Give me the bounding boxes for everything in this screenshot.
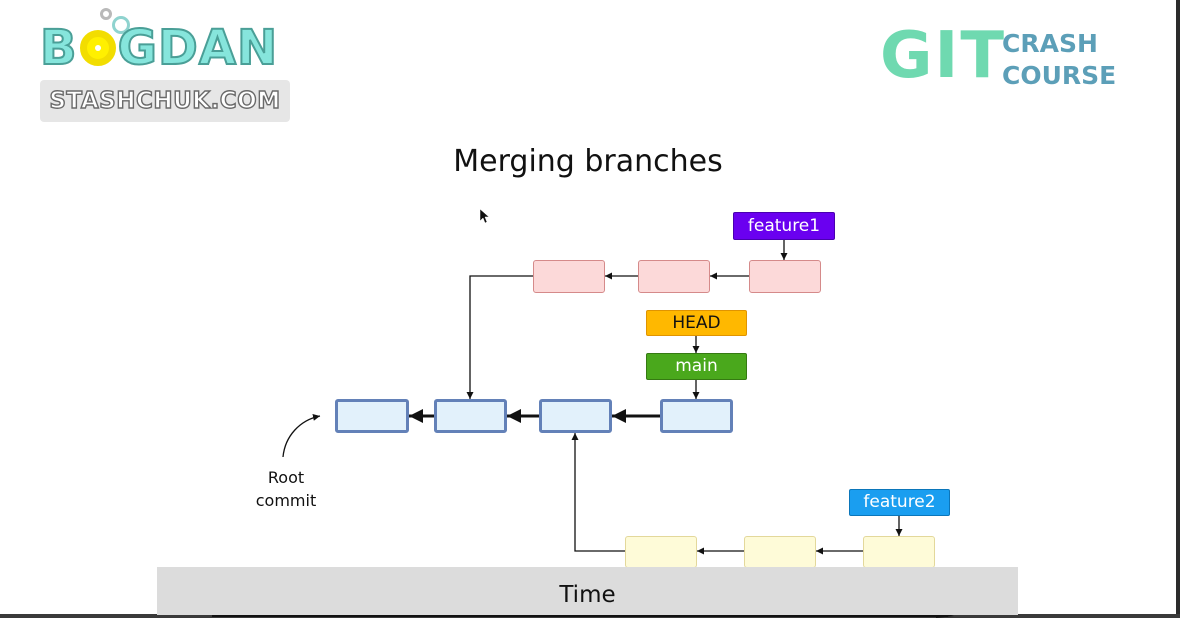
brand-name-start: B bbox=[39, 20, 78, 76]
main-commit-4 bbox=[660, 399, 733, 433]
mouse-cursor-icon bbox=[479, 208, 490, 224]
brand-name-end: GDAN bbox=[117, 20, 279, 76]
course-course: COURSE bbox=[1002, 61, 1117, 90]
f2-branch-connector bbox=[571, 433, 625, 552]
main-commit-3 bbox=[539, 399, 612, 433]
root-pointer bbox=[282, 413, 321, 458]
logo-o-ring-icon bbox=[79, 30, 116, 66]
main-commit-2 bbox=[434, 399, 507, 433]
window-right-border bbox=[1176, 0, 1180, 618]
time-axis-label: Time bbox=[559, 582, 616, 608]
main-commit-root bbox=[335, 399, 409, 433]
feature1-commit-2 bbox=[638, 260, 710, 293]
main-label: main bbox=[646, 353, 747, 380]
feature2-commit-2 bbox=[744, 536, 816, 568]
slide-title: Merging branches bbox=[453, 144, 723, 179]
f1-branch-connector bbox=[466, 275, 533, 399]
brand-logo: B GDAN bbox=[39, 23, 278, 73]
feature1-label: feature1 bbox=[733, 212, 835, 240]
root-commit-label: Root commit bbox=[246, 466, 326, 512]
feature2-label: feature2 bbox=[849, 489, 950, 516]
feature2-commit-1 bbox=[625, 536, 697, 568]
feature1-commit-1 bbox=[533, 260, 605, 293]
brand-site: STASHCHUK.COM bbox=[40, 80, 290, 122]
course-git: GIT bbox=[880, 19, 1006, 93]
course-crash: CRASH bbox=[1002, 29, 1098, 58]
root-label-line2: commit bbox=[255, 491, 317, 510]
feature2-commit-3 bbox=[863, 536, 935, 568]
feature1-commit-3 bbox=[749, 260, 821, 293]
root-label-line1: Root bbox=[267, 468, 305, 487]
head-label: HEAD bbox=[646, 310, 747, 336]
time-axis-bar: Time bbox=[157, 567, 1018, 615]
